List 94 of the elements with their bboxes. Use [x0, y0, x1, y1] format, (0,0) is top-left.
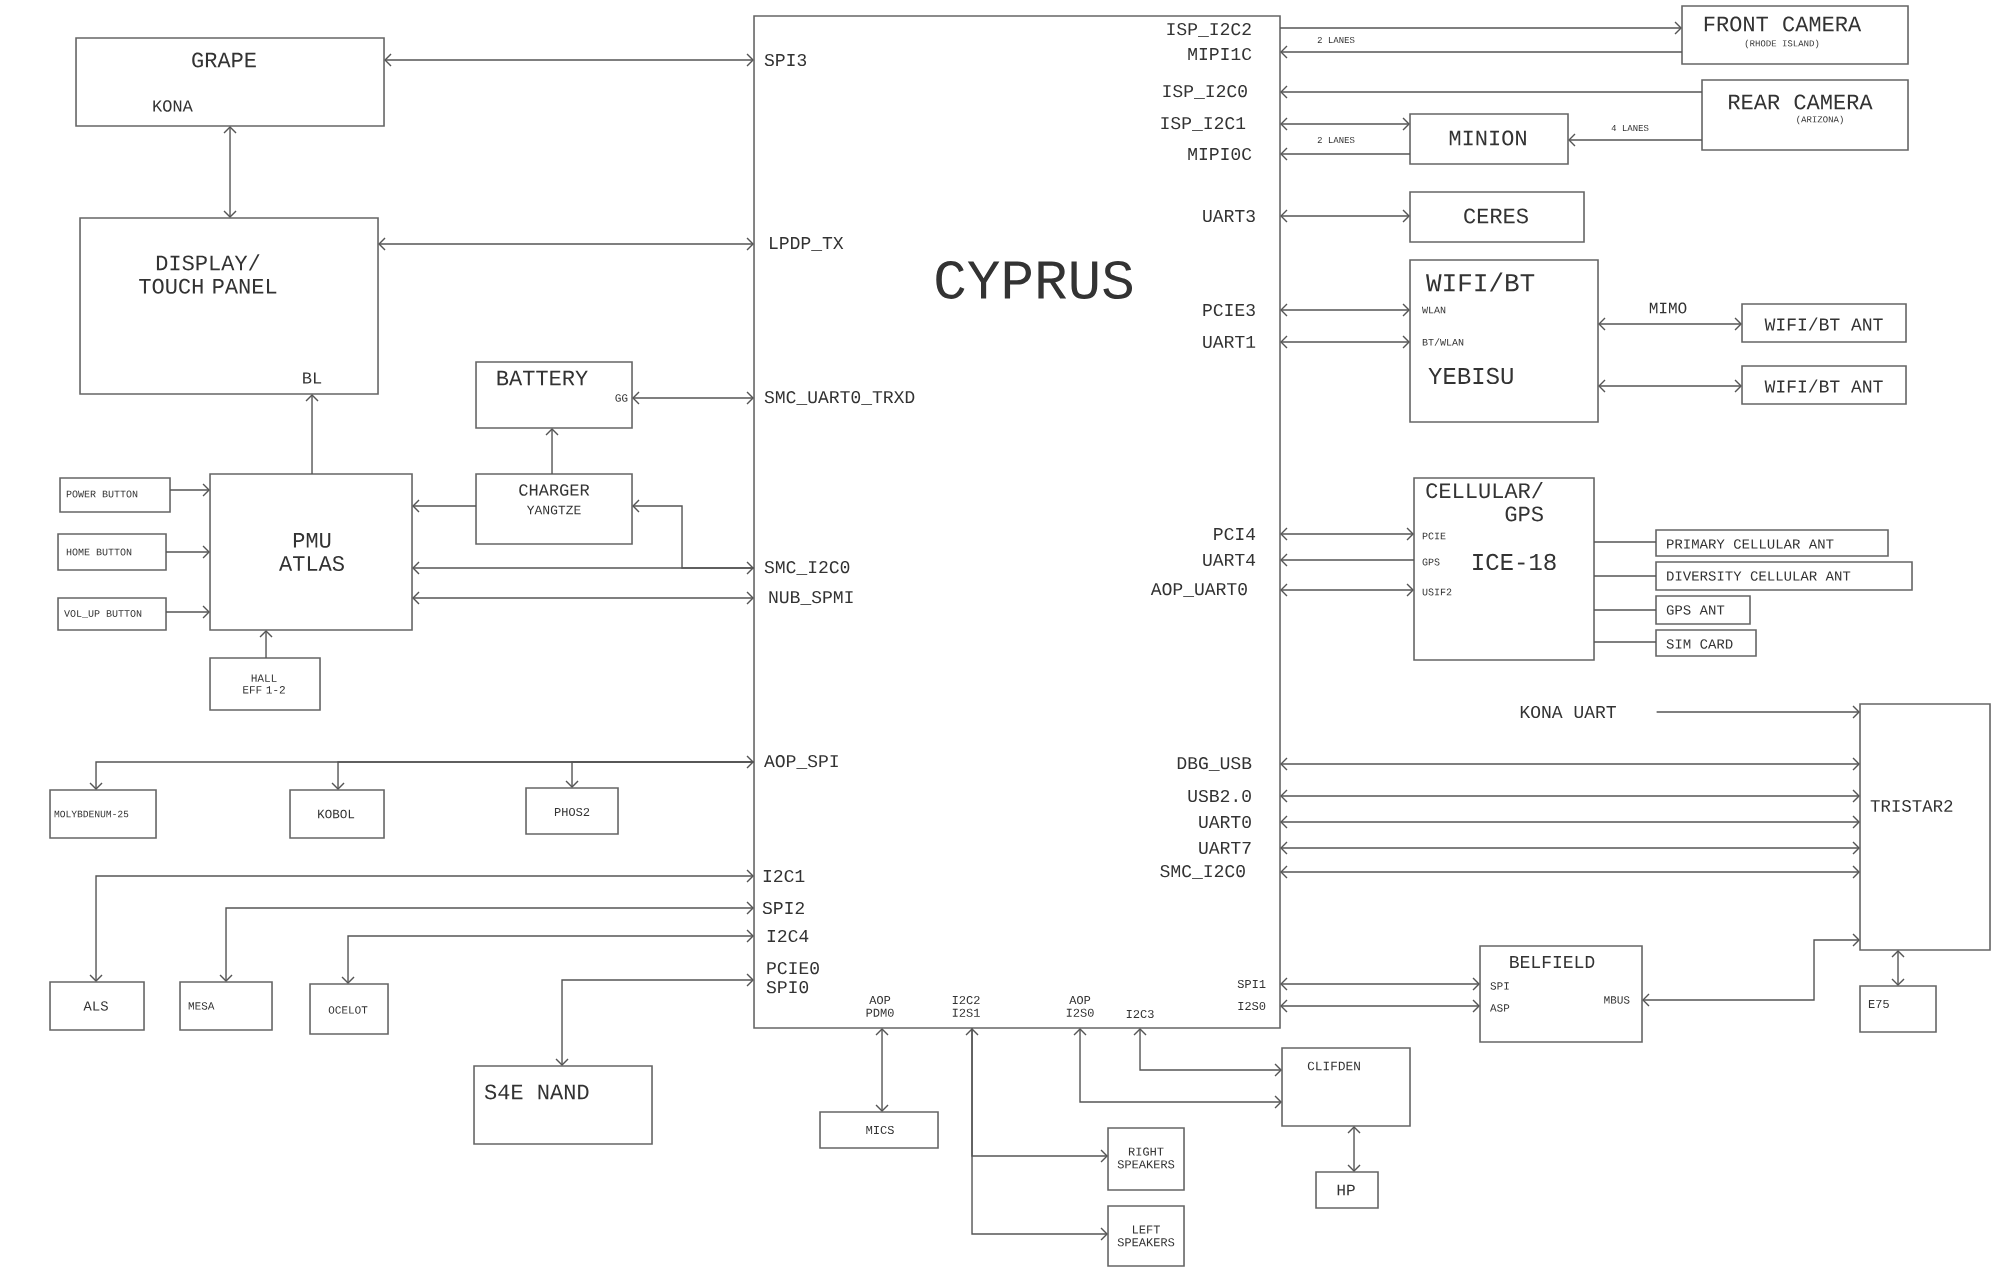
- connector-arrow: [1280, 865, 1860, 879]
- pin-label: KONA: [153, 100, 193, 112]
- port-label: SMC_I2C0: [1160, 865, 1245, 879]
- connector-arrow: [1280, 841, 1860, 855]
- connector-arrow: [412, 561, 754, 575]
- port-label: LPDP_TX: [770, 237, 844, 251]
- connector-arrow: [965, 1028, 1108, 1163]
- connector-arrow: [1598, 317, 1742, 331]
- connector-arrow: [1280, 553, 1415, 567]
- connector-arrow: [1280, 527, 1414, 541]
- port-label: SMC_UART0_TRXD: [764, 391, 915, 405]
- connector-arrow: [875, 1028, 889, 1112]
- connector-arrow: [1568, 133, 1703, 147]
- connector-arrow: [1347, 1126, 1361, 1172]
- connector-arrow: [1280, 335, 1410, 349]
- component-box: CERES: [1409, 191, 1585, 243]
- connector-arrow: [1280, 85, 1703, 99]
- signal-label: KONA UART: [1520, 705, 1616, 719]
- connector-arrow: [1280, 789, 1860, 803]
- connector-arrow: [1280, 147, 1411, 161]
- connector-arrow: [1598, 379, 1742, 393]
- component-box: HP: [1315, 1171, 1379, 1209]
- connector-arrow: [1280, 977, 1480, 991]
- connector-arrow: [341, 929, 755, 984]
- node-label: WIFI/BT: [1426, 272, 1535, 292]
- component-box: MINION: [1409, 113, 1569, 165]
- port-label: ISP_I2C1: [1161, 117, 1246, 131]
- port-label: MIPI1C: [1188, 47, 1252, 61]
- connector-arrow: [89, 755, 754, 790]
- port-label: UART0: [1199, 815, 1251, 829]
- connector-line: [1593, 541, 1657, 543]
- connector-arrow: [1073, 1028, 1283, 1109]
- connector-arrow: [412, 591, 754, 605]
- port-label: UART4: [1203, 553, 1256, 566]
- connector-arrow: [971, 1027, 1108, 1241]
- component-box: WIFI/BT ANT: [1741, 303, 1907, 343]
- connector-arrow: [305, 394, 319, 475]
- port-label: ISP_I2C2: [1167, 23, 1251, 37]
- connector-line: [1593, 575, 1657, 577]
- port-label: DBG_USB: [1177, 757, 1252, 771]
- port-label: SPI2: [762, 901, 804, 915]
- connector-arrow: [378, 237, 754, 251]
- connector-arrow: [223, 126, 237, 218]
- component-box: WIFI/BT ANT: [1741, 365, 1907, 405]
- connector-arrow: [555, 973, 755, 1066]
- port-label: SPI3: [764, 53, 807, 67]
- connector-arrow: [632, 391, 754, 405]
- port-label: UART1: [1203, 336, 1256, 348]
- port-label: UART3: [1203, 209, 1255, 223]
- port-label: I2C4: [767, 929, 809, 943]
- connector-arrow: [1279, 21, 1682, 35]
- connector-arrow: [219, 901, 754, 982]
- port-label: PCIE0 SPI0: [766, 962, 819, 994]
- port-label: ISP_I2C0: [1163, 85, 1247, 99]
- connector-arrow: [1280, 209, 1410, 223]
- port-label: NUB_SPMI: [769, 591, 853, 605]
- component-box: PMU ATLAS: [209, 473, 413, 631]
- port-label: AOP_UART0: [1150, 583, 1247, 597]
- port-label: SMC_I2C0: [764, 561, 850, 575]
- connector-line: [1593, 641, 1657, 643]
- port-label: UART7: [1199, 841, 1251, 854]
- edge-label: MIMO: [1647, 300, 1689, 315]
- connector-arrow: [412, 499, 477, 513]
- port-label: AOP_SPI: [764, 755, 838, 769]
- connector-arrow: [1280, 757, 1860, 771]
- connector-arrow: [1642, 933, 1860, 1007]
- component-box: S4E NAND: [473, 1065, 653, 1145]
- component-box: TRISTAR2: [1859, 703, 1991, 951]
- connector-arrow: [169, 483, 211, 497]
- connector-arrow: [1280, 999, 1480, 1013]
- connector-arrow: [1280, 815, 1860, 829]
- node-label: YEBISU: [1428, 367, 1513, 385]
- connector-arrow: [632, 499, 755, 569]
- port-label: PCI4: [1214, 527, 1256, 541]
- connector-arrow: [565, 761, 755, 788]
- connector-arrow: [165, 605, 211, 619]
- connector-arrow: [1280, 117, 1410, 131]
- connector-arrow: [165, 545, 211, 559]
- port-label: I2C1: [763, 869, 805, 883]
- connector-arrow: [1280, 45, 1683, 59]
- connector-arrow: [545, 428, 559, 475]
- port-label: USB2.0: [1188, 789, 1251, 803]
- connector-arrow: [1280, 583, 1414, 597]
- connector-arrow: [1655, 705, 1860, 719]
- connector-arrow: [1133, 1028, 1282, 1077]
- port-label: MIPI0C: [1188, 147, 1252, 161]
- pin-label: BL: [303, 372, 322, 384]
- connector-arrow: [89, 869, 754, 982]
- connector-arrow: [259, 630, 273, 659]
- connector-arrow: [1891, 950, 1905, 986]
- connector-line: [1593, 609, 1657, 611]
- connector-arrow: [1280, 303, 1410, 317]
- port-label: PCIE3: [1203, 303, 1255, 317]
- connector-arrow: [384, 53, 754, 67]
